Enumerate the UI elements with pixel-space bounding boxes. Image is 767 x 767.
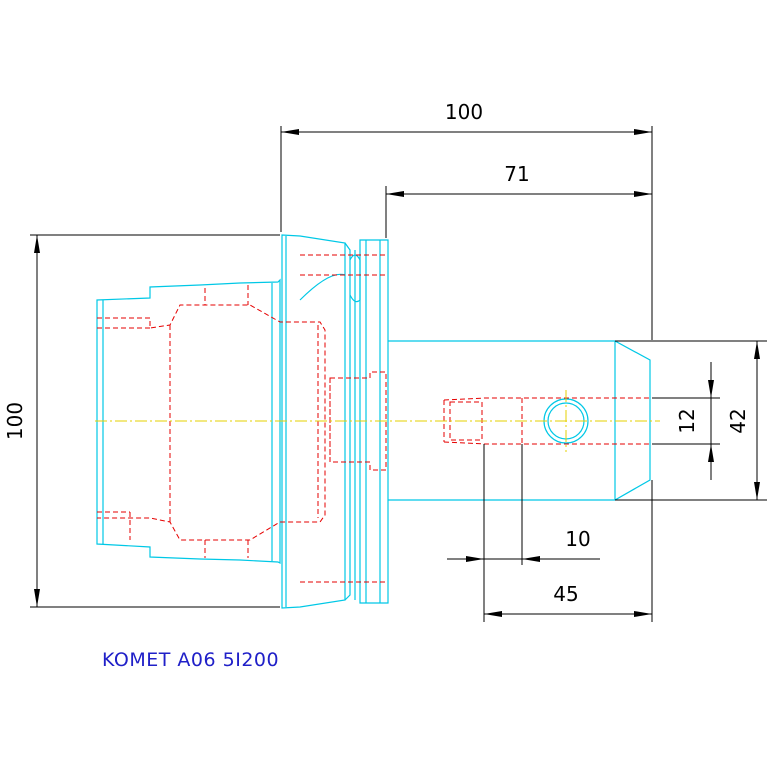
flange-diameter-label: 100 (3, 402, 27, 440)
dimension-flange-diameter: 100 (3, 234, 280, 608)
dimension-shank-diameter: 42 (615, 340, 767, 501)
dimension-screw-offset: 10 (447, 444, 600, 565)
dimension-overall-length: 100 (280, 100, 653, 340)
part-number-caption: KOMET A06 5I200 (102, 649, 279, 671)
dimension-screw-position: 45 (483, 480, 653, 622)
shank-length-label: 71 (504, 162, 529, 186)
shank-diameter-label: 42 (726, 408, 750, 433)
screw-offset-label: 10 (565, 527, 590, 551)
dimension-bore-diameter: 12 (652, 362, 720, 480)
dimension-shank-length: 71 (385, 162, 652, 238)
overall-length-label: 100 (445, 100, 483, 124)
screw-position-label: 45 (553, 582, 578, 606)
hidden-lines (97, 254, 650, 583)
bore-diameter-label: 12 (675, 408, 699, 433)
